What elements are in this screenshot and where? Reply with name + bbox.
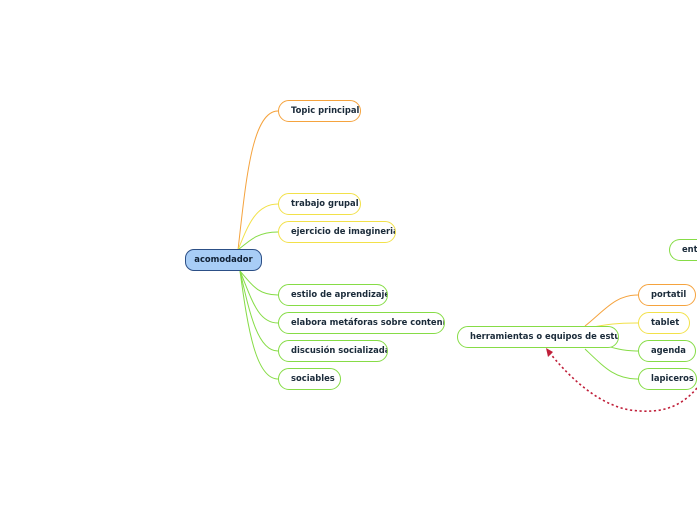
node-tablet[interactable]: tablet bbox=[638, 312, 690, 334]
node-trabajo-grupal[interactable]: trabajo grupal bbox=[278, 193, 361, 215]
node-ejercicio-imagineria[interactable]: ejercicio de imagineria bbox=[278, 221, 396, 243]
node-elabora-metaforas[interactable]: elabora metáforas sobre contenido bbox=[278, 312, 445, 334]
connector-discusion bbox=[239, 270, 279, 352]
node-sociables[interactable]: sociables bbox=[278, 368, 341, 390]
node-lapiceros[interactable]: lapiceros bbox=[638, 368, 697, 390]
connector-estilo bbox=[239, 270, 279, 296]
connector-trabajo-grupal bbox=[237, 203, 279, 251]
connector-ejercicio bbox=[237, 231, 279, 251]
connector-sociables bbox=[239, 270, 279, 380]
node-topic-principal[interactable]: Topic principal bbox=[278, 100, 361, 122]
connector-topic bbox=[237, 110, 279, 251]
connector-portatil bbox=[584, 294, 639, 327]
node-herramientas[interactable]: herramientas o equipos de estudio bbox=[457, 326, 619, 348]
node-discusion-socializada[interactable]: discusión socializada bbox=[278, 340, 388, 362]
node-agenda[interactable]: agenda bbox=[638, 340, 696, 362]
node-estilo-aprendizaje[interactable]: estilo de aprendizaje bbox=[278, 284, 388, 306]
connector-lapiceros bbox=[584, 348, 639, 380]
relationship-line bbox=[548, 351, 697, 412]
root-node[interactable]: acomodador bbox=[185, 249, 262, 271]
node-offscreen-ento[interactable]: ento bbox=[669, 239, 697, 261]
connector-elabora bbox=[239, 270, 279, 324]
relationship-arrowhead bbox=[546, 348, 553, 357]
node-portatil[interactable]: portatil bbox=[638, 284, 696, 306]
